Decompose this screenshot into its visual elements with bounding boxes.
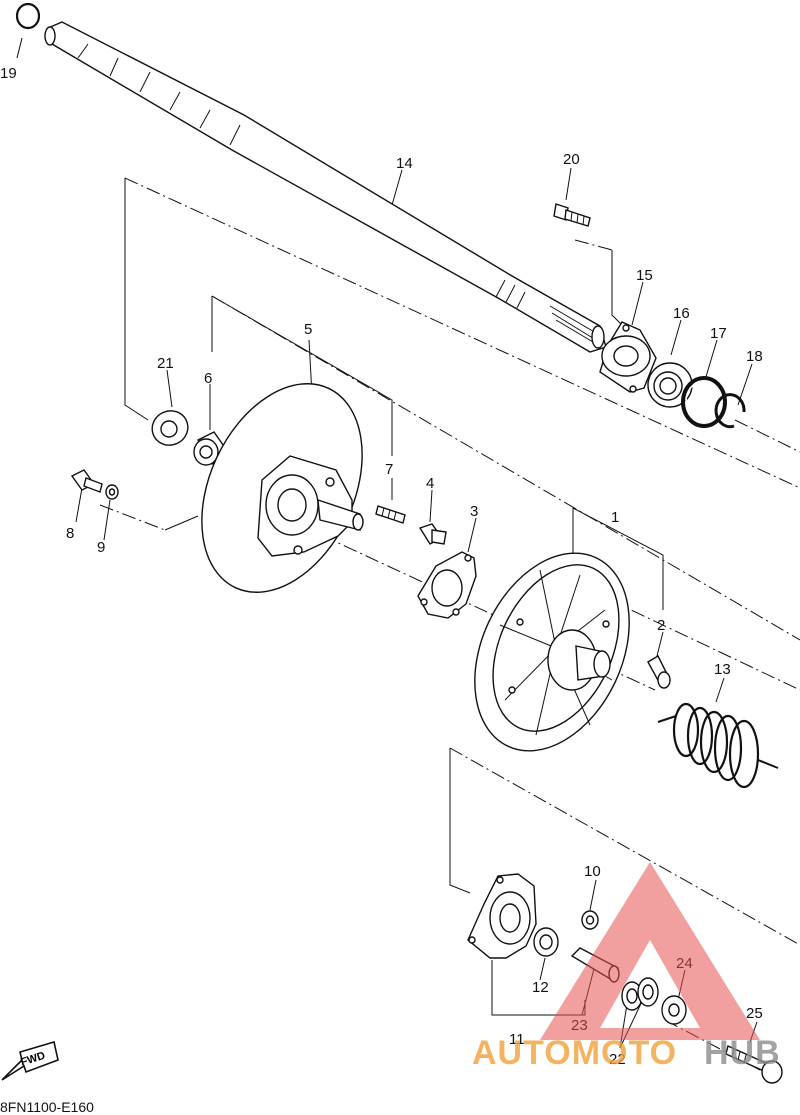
callout-14: 14 <box>396 155 413 172</box>
watermark-text-hub: HUB <box>704 1034 781 1072</box>
circlip-17 <box>681 376 727 428</box>
fwd-arrow: FWD <box>1 1040 59 1081</box>
fixed-sheave-5 <box>201 383 364 593</box>
washer-21 <box>151 410 189 446</box>
fitting-4 <box>418 523 447 545</box>
callout-8: 8 <box>66 525 74 542</box>
callout-10: 10 <box>584 863 601 880</box>
callout-18: 18 <box>746 348 763 365</box>
watermark-logo <box>540 862 760 1040</box>
diagram-code: 8FN1100-E160 <box>0 1099 94 1115</box>
callout-19: 19 <box>0 65 17 82</box>
callout-3: 3 <box>470 503 478 520</box>
callout-2: 2 <box>657 617 665 634</box>
spring-13 <box>657 702 779 789</box>
housing-11 <box>467 873 537 959</box>
callout-13: 13 <box>714 661 731 678</box>
nut-10 <box>581 910 599 930</box>
washer-9 <box>105 484 119 500</box>
pin-7 <box>375 505 406 524</box>
washer-24 <box>661 995 687 1025</box>
callout-21: 21 <box>157 355 174 372</box>
callout-16: 16 <box>673 305 690 322</box>
callout-22: 22 <box>609 1051 626 1068</box>
callout-17: 17 <box>710 325 727 342</box>
bearing-16 <box>647 362 693 408</box>
gasket-3 <box>417 551 477 619</box>
bolt-20 <box>553 203 591 227</box>
o-ring-19 <box>15 2 41 30</box>
slider-2 <box>647 655 671 689</box>
callout-12: 12 <box>532 979 549 996</box>
callout-9: 9 <box>97 539 105 556</box>
callout-4: 4 <box>426 475 434 492</box>
callout-15: 15 <box>636 267 653 284</box>
bearing-housing-15 <box>599 321 657 393</box>
callout-1: 1 <box>611 509 619 526</box>
watermark-text-automoto: AUTOMOTO <box>472 1034 677 1072</box>
bolt-25 <box>725 1045 783 1084</box>
callout-25: 25 <box>746 1005 763 1022</box>
secondary-shaft-14 <box>44 21 607 353</box>
bearing-12 <box>533 927 559 957</box>
callout-6: 6 <box>204 370 212 387</box>
bearings-22 <box>621 977 659 1011</box>
watermark-text: AUTOMOTO HUB <box>472 1034 781 1072</box>
callout-7: 7 <box>385 461 393 478</box>
circlip-18 <box>714 393 746 429</box>
movable-sheave-1 <box>474 552 630 752</box>
callout-11: 11 <box>509 1031 525 1048</box>
callout-5: 5 <box>304 321 312 338</box>
callout-20: 20 <box>563 151 580 168</box>
bolt-8 <box>70 469 103 493</box>
callout-labels: 19 14 20 15 16 17 18 21 6 5 7 4 3 8 9 1 … <box>0 65 763 1068</box>
